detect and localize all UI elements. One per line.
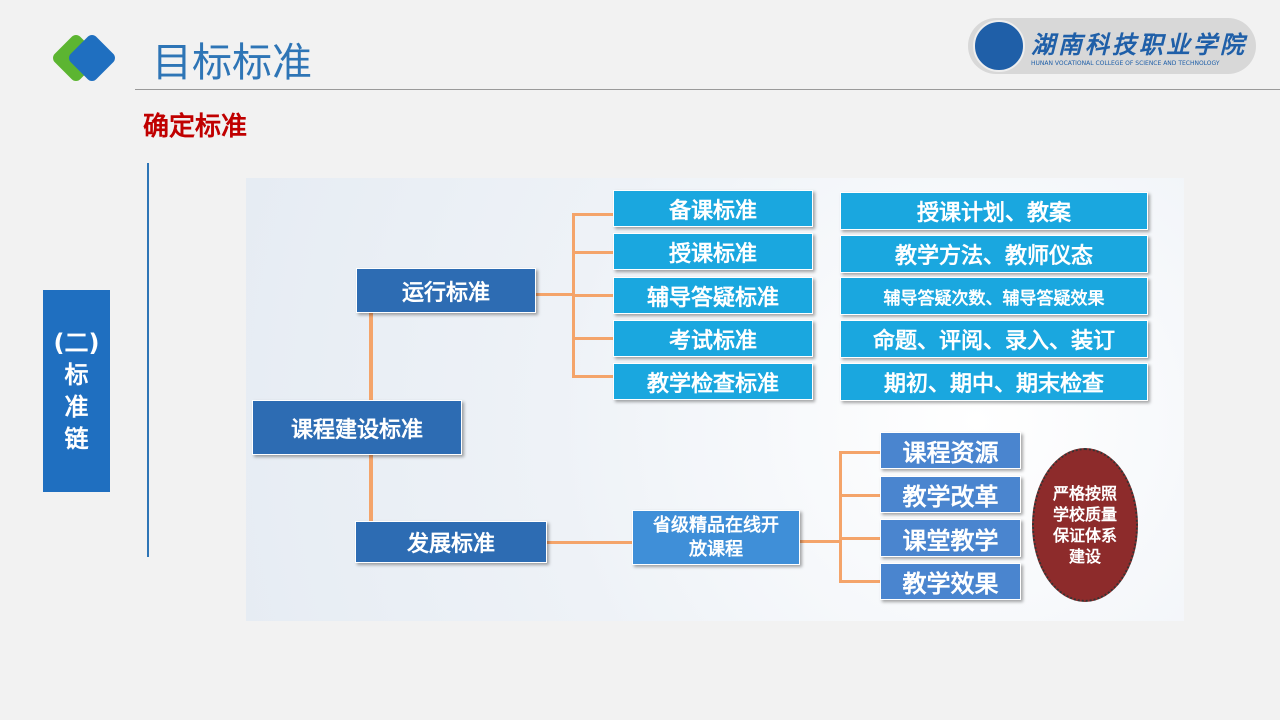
connector [369,455,373,522]
node-run-standard: 运行标准 [356,268,536,313]
header-divider [135,89,1280,90]
connector [572,294,614,297]
connector [839,580,880,583]
run-detail: 辅导答疑次数、辅导答疑效果 [840,277,1148,315]
college-name: 湖南科技职业学院 [1031,31,1247,59]
run-item: 辅导答疑标准 [613,277,813,314]
section-label: (二) 标 准 链 [43,290,110,492]
dev-item: 课堂教学 [880,519,1021,557]
connector [800,540,840,543]
run-detail: 期初、期中、期末检查 [840,363,1148,401]
section-char: 标 [64,361,89,389]
connector [572,375,614,378]
connector [839,451,842,582]
node-course-standard: 课程建设标准 [252,400,462,455]
section-number: (二) [53,329,100,357]
connector [839,494,880,497]
college-emblem-icon [973,20,1025,72]
vertical-divider [147,163,149,557]
section-char: 准 [64,393,89,421]
run-detail: 授课计划、教案 [840,192,1148,230]
run-item: 考试标准 [613,320,813,357]
run-detail: 教学方法、教师仪态 [840,235,1148,273]
logo-diamond-icon [53,35,115,81]
connector [572,213,614,216]
quality-note: 严格按照学校质量保证体系建设 [1032,448,1138,602]
connector [572,251,614,254]
connector [572,337,614,340]
connector [536,293,574,296]
connector [369,313,373,401]
node-online-course: 省级精品在线开放课程 [632,510,800,565]
college-logo: 湖南科技职业学院 HUNAN VOCATIONAL COLLEGE OF SCI… [968,18,1256,74]
run-detail: 命题、评阅、录入、装订 [840,320,1148,358]
section-char: 链 [64,425,89,453]
connector [547,541,633,544]
section-subtitle: 确定标准 [143,112,248,142]
connector [839,451,880,454]
run-item: 授课标准 [613,233,813,270]
dev-item: 教学效果 [880,563,1021,600]
run-item: 备课标准 [613,190,813,227]
dev-item: 教学改革 [880,476,1021,513]
college-name-en: HUNAN VOCATIONAL COLLEGE OF SCIENCE AND … [1031,60,1220,67]
connector [839,537,880,540]
page-title: 目标标准 [152,40,312,86]
dev-item: 课程资源 [880,432,1021,469]
run-item: 教学检查标准 [613,363,813,400]
node-dev-standard: 发展标准 [355,521,547,563]
